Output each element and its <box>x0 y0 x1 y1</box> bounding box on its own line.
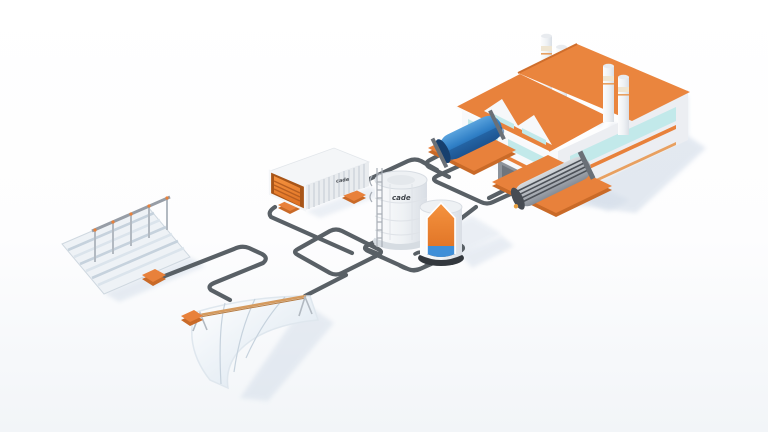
pipe-container-right <box>360 157 440 185</box>
fresnel-post-tips <box>93 196 169 232</box>
pipe-hub-loop <box>292 227 384 277</box>
blue-tank-hoop <box>488 109 506 141</box>
factory-window-right <box>570 107 676 170</box>
trough-junction-box <box>181 310 203 322</box>
container-ribs <box>308 164 365 209</box>
factory-trim-right <box>570 125 676 178</box>
trough-shadow <box>240 303 334 401</box>
tank-shadow <box>460 236 514 268</box>
buffer-tank-ladder <box>369 168 383 247</box>
storage-cold-layer <box>427 246 455 257</box>
heat-exchanger-tubes <box>516 158 589 203</box>
fresnel-mirror-strips <box>67 211 185 287</box>
pipe-blue-tank-link <box>424 147 452 180</box>
factory-window-left-2 <box>508 139 544 167</box>
blue-tank-shade <box>443 126 505 162</box>
fresnel-collector <box>61 195 191 295</box>
container-boiler-fins <box>273 180 301 202</box>
trough-receiver-tube-shade <box>199 297 307 318</box>
heat-exchanger-hoop <box>577 150 596 180</box>
buffer-tank-logo: cade <box>392 194 411 202</box>
trough-supports <box>192 294 313 332</box>
pipe-container-down <box>267 204 355 256</box>
buffer-tank-top-dome <box>387 175 415 185</box>
factory-sawtooth-gables <box>484 99 552 145</box>
blue-tank <box>428 109 516 175</box>
container-unit: cade <box>268 147 371 214</box>
factory-ridge <box>517 43 578 74</box>
blue-tank-hoop <box>430 137 449 169</box>
pipe-trough-run <box>302 272 349 299</box>
container-logo: cade <box>336 177 350 185</box>
heat-exchanger-flange <box>510 187 525 210</box>
storage-hot-core <box>427 203 455 257</box>
chimney-front-right <box>603 63 629 135</box>
trough-mirror <box>191 295 320 390</box>
buffer-tank-body <box>375 180 427 244</box>
storage-cutaway-frame <box>426 201 456 254</box>
container-side-ribbed <box>305 162 369 210</box>
fresnel-posts <box>94 198 168 262</box>
container-end-frame <box>268 169 307 212</box>
heat-exchanger <box>492 150 612 217</box>
fresnel-platform <box>61 206 191 295</box>
blue-tank-cap <box>435 139 451 164</box>
buffer-tank: cade <box>369 168 429 250</box>
heat-exchanger-port <box>513 204 519 209</box>
thermal-storage-tank <box>418 199 464 266</box>
pipe-fresnel-run <box>149 244 268 303</box>
trough-receiver-tube <box>199 294 307 317</box>
fresnel-junction-box <box>142 269 166 282</box>
factory-roof-left <box>456 74 611 152</box>
pipe-heat-exchanger-link <box>486 187 508 201</box>
trough-collector <box>181 294 320 390</box>
